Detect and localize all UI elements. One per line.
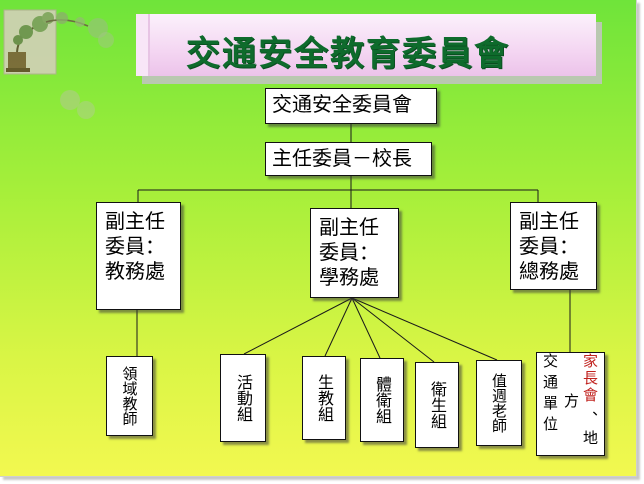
vice-chair-line: 教務處 <box>105 259 165 283</box>
unit-box: 活動組 <box>220 354 266 442</box>
connector-vp2-unit1 <box>243 297 353 355</box>
slide: 交通安全教育委員會 交通安全委員會 <box>0 0 637 477</box>
vice-chair-box: 副主任 委員： 教務處 <box>96 202 181 310</box>
connector-vp2-unit5 <box>351 297 498 361</box>
unit-label: 活動組 <box>234 374 253 422</box>
unit-label: 生教組 <box>315 374 334 422</box>
external-unit-box: 交通單位 方 家長會 、地 <box>536 352 605 456</box>
unit-label: 衛生組 <box>428 381 447 429</box>
vice-chair-line: 委員： <box>519 234 579 258</box>
connector-vp2-unit3 <box>351 297 381 359</box>
vice-chair-line: 總務處 <box>519 259 579 283</box>
unit-box: 值週老師 <box>476 360 522 446</box>
connector-vp2-unit4 <box>351 297 435 363</box>
vice-chair-line: 副主任 <box>319 215 379 239</box>
unit-box: 領域教師 <box>106 356 153 436</box>
vice-chair-line: 委員： <box>319 240 379 264</box>
external-col: 方 <box>562 393 580 408</box>
vice-chair-line: 學務處 <box>319 265 379 289</box>
page-title: 交通安全教育委員會 <box>186 34 510 74</box>
unit-box: 衛生組 <box>415 362 459 448</box>
unit-label: 值週老師 <box>490 373 508 433</box>
external-col: 、地 <box>581 411 599 449</box>
vice-chair-box: 副主任 委員： 學務處 <box>310 208 399 298</box>
committee-label: 交通安全委員會 <box>272 92 412 116</box>
committee-box: 交通安全委員會 <box>265 88 437 124</box>
connector-vp2-unit2 <box>324 297 353 357</box>
external-col: 交通單位 <box>541 353 559 437</box>
chair-label: 主任委員－校長 <box>272 146 412 170</box>
vice-chair-line: 副主任 <box>519 209 579 233</box>
external-col: 家長會 <box>581 353 599 404</box>
unit-box: 生教組 <box>302 356 346 440</box>
vice-chair-line: 委員： <box>105 234 165 258</box>
vice-chair-line: 副主任 <box>105 209 165 233</box>
title-banner: 交通安全教育委員會 <box>136 14 596 76</box>
bonsai-decoration <box>3 9 114 119</box>
chair-box: 主任委員－校長 <box>265 142 432 176</box>
unit-label: 體衛組 <box>373 376 392 424</box>
unit-box: 體衛組 <box>360 358 404 442</box>
unit-label: 領域教師 <box>120 366 139 426</box>
connector-lines <box>136 124 571 363</box>
vice-chair-box: 副主任 委員： 總務處 <box>510 202 597 290</box>
